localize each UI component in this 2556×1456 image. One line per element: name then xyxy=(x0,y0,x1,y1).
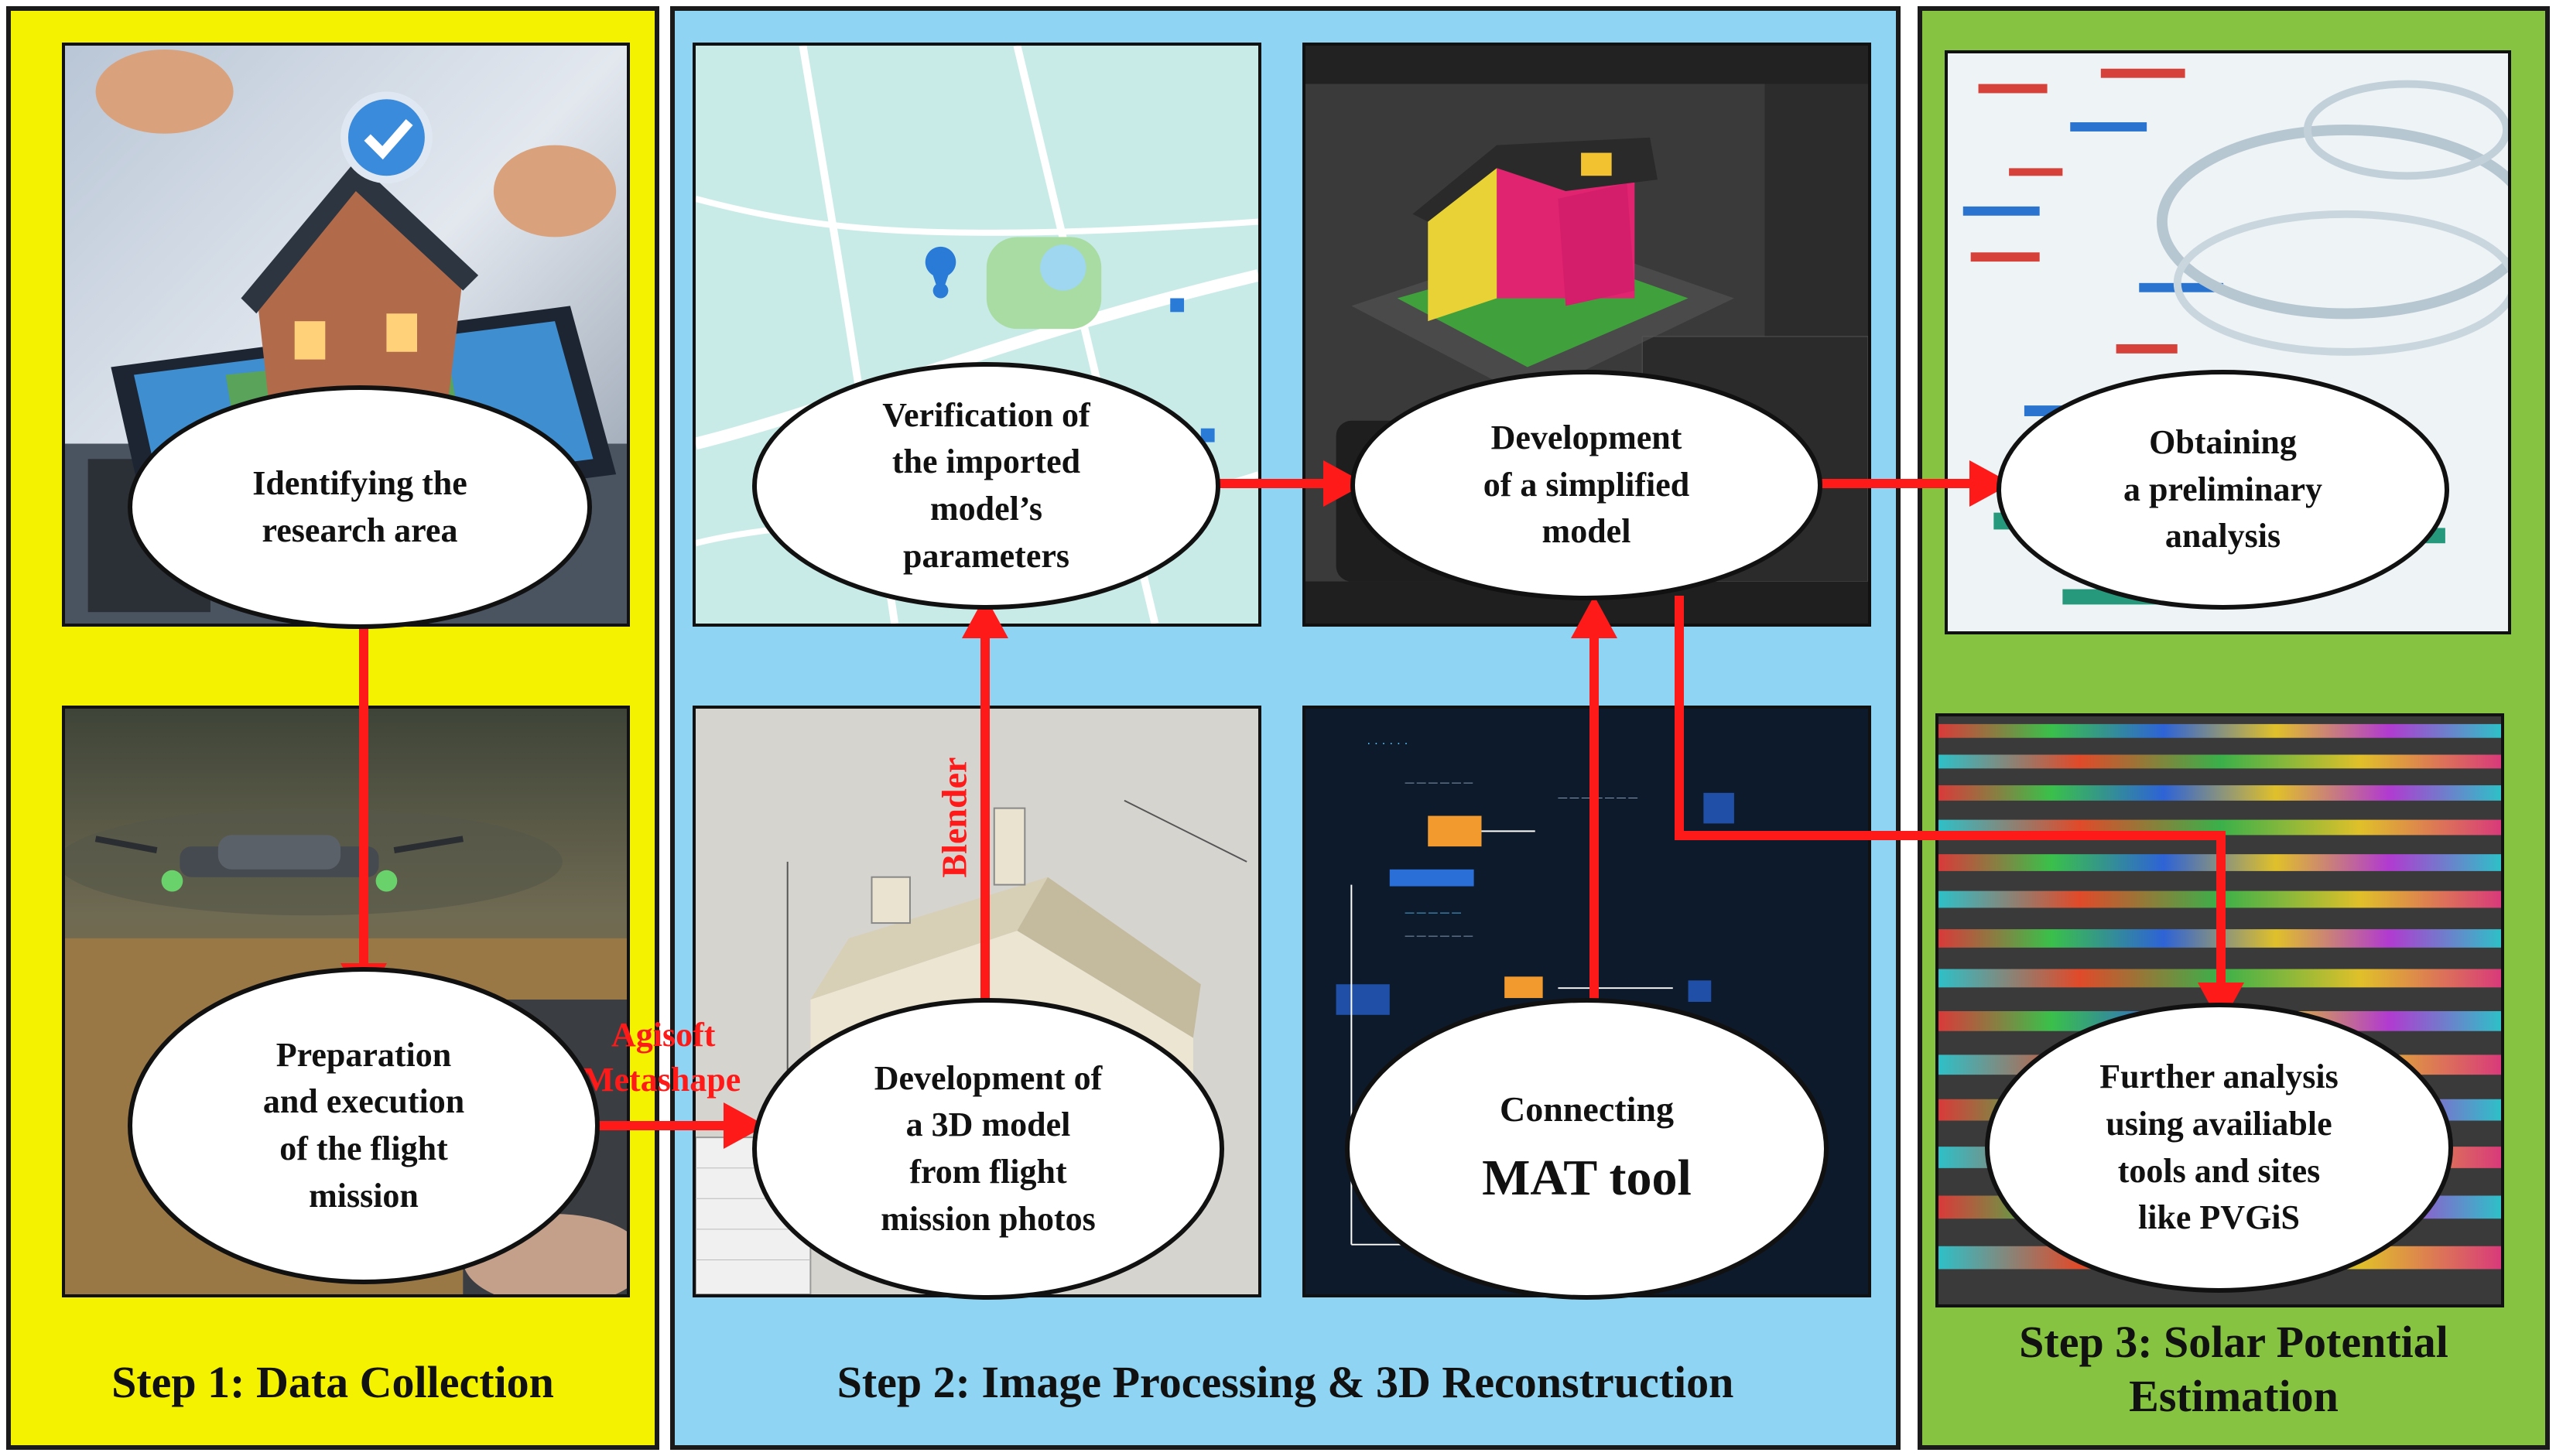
step3-title: Step 3: Solar Potential Estimation xyxy=(2019,1317,2448,1421)
node-preliminary-analysis: Obtaining a preliminary analysis xyxy=(1997,370,2449,610)
svg-text:— — — — —: — — — — — xyxy=(1405,907,1462,918)
arrow-simplified-to-further xyxy=(1675,596,2226,986)
step1-title: Step 1: Data Collection xyxy=(111,1357,554,1407)
svg-text:· · · · · ·: · · · · · · xyxy=(1367,737,1408,750)
node-identify-research-area: Identifying the research area xyxy=(128,385,592,629)
mat-line1: Connecting xyxy=(1500,1089,1674,1129)
svg-text:— — — — — —: — — — — — — xyxy=(1405,930,1473,941)
svg-text:— — — — — —: — — — — — — xyxy=(1405,777,1473,788)
blender-label: Blender xyxy=(934,757,974,878)
step2-title: Step 2: Image Processing & 3D Reconstruc… xyxy=(837,1357,1734,1407)
node-verification: Verification of the imported model’s par… xyxy=(752,362,1220,610)
node-flight-mission: Preparation and execution of the flight … xyxy=(128,967,600,1284)
mat-line2: MAT tool xyxy=(1482,1150,1692,1207)
agisoft-label-line1: Agisoft xyxy=(611,1016,716,1054)
node-mat-tool: Connecting MAT tool xyxy=(1345,998,1829,1300)
node-further-analysis: Further analysis using availiable tools … xyxy=(1985,1003,2453,1293)
node-3d-model: Development of a 3D model from flight mi… xyxy=(752,998,1224,1300)
node-simplified-model: Development of a simplified model xyxy=(1350,370,1822,600)
agisoft-label-line2: Metashape xyxy=(582,1061,741,1099)
